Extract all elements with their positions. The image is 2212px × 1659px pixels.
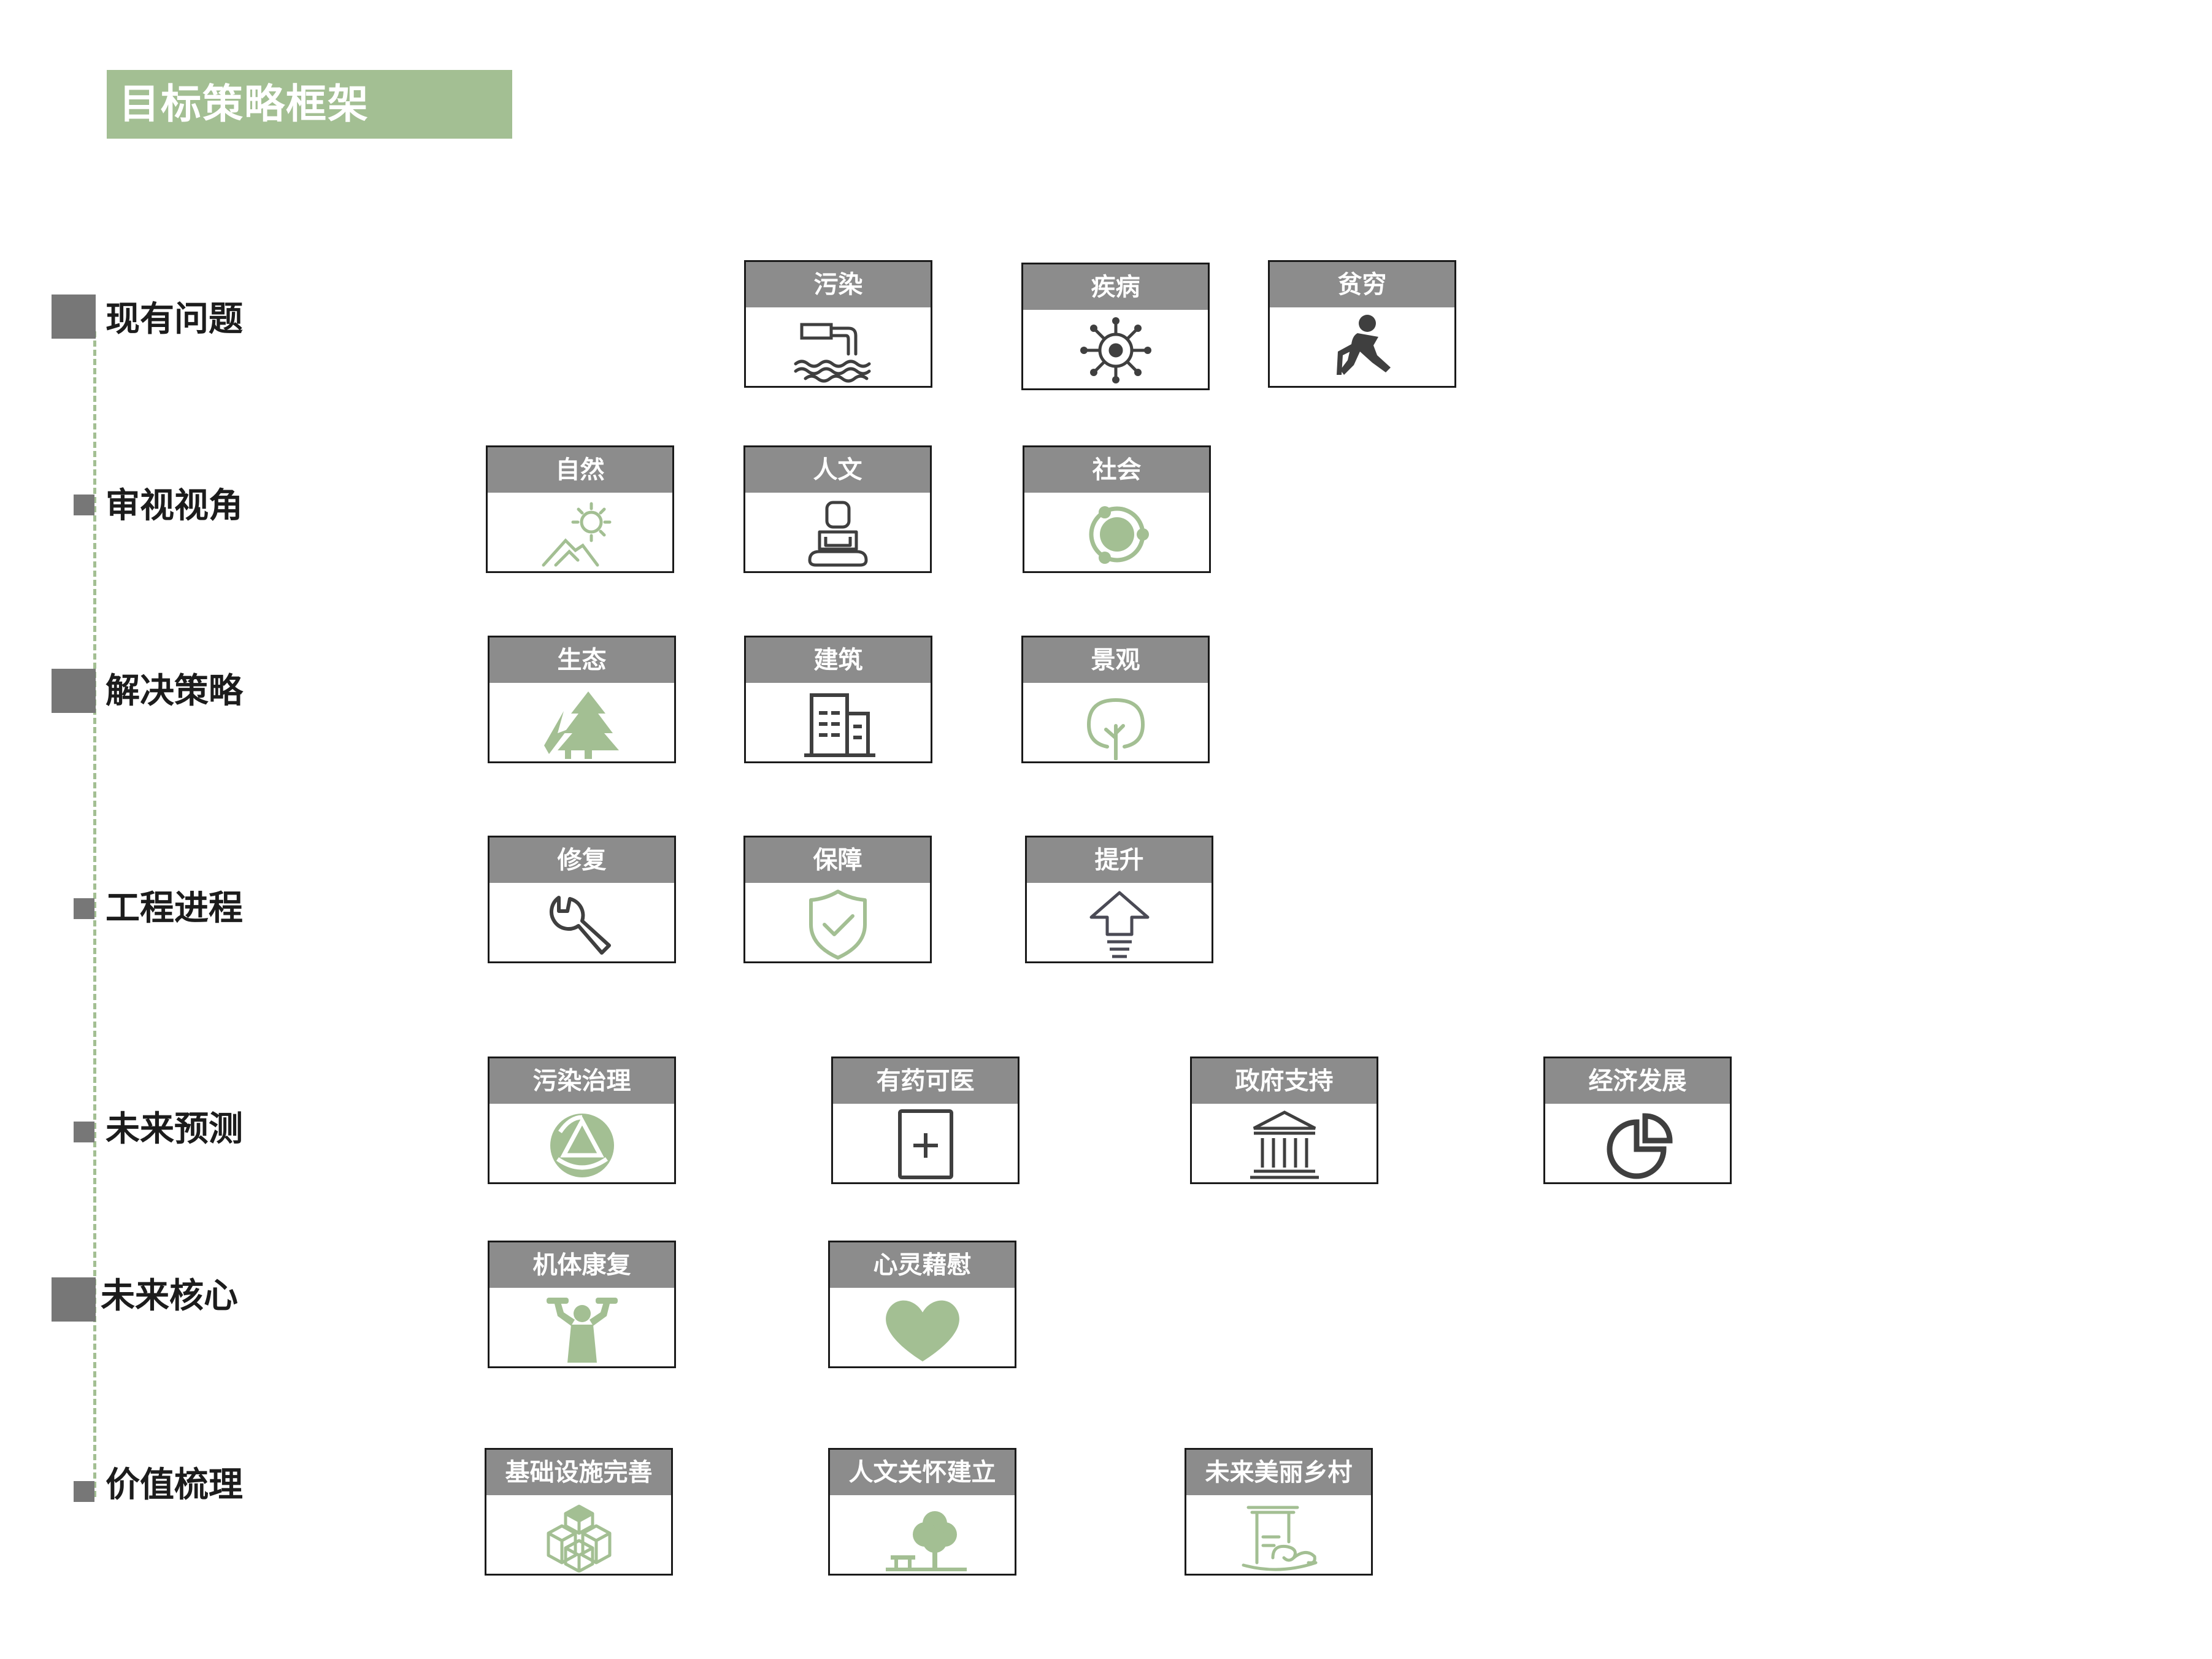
row-marker-future-forecast: [74, 1122, 94, 1142]
pine-tree-icon: [490, 685, 674, 761]
card-architecture: 建筑: [744, 636, 932, 763]
medical-plus-icon: [833, 1106, 1018, 1182]
poor-person-icon: [1270, 309, 1454, 386]
card-body-recovery: 机体康复: [488, 1241, 676, 1368]
virus-icon: [1023, 312, 1208, 388]
card-label: 建筑: [746, 637, 931, 685]
card-label: 基础设施完善: [486, 1450, 671, 1497]
row-marker-engineering: [74, 898, 94, 919]
row-label-value-sorting: 价值梳理: [106, 1465, 243, 1505]
tree-outline-icon: [1023, 685, 1208, 761]
card-label: 人文关怀建立: [830, 1450, 1015, 1497]
card-spiritual-comfort: 心灵藉慰: [828, 1241, 1016, 1368]
card-ecology: 生态: [488, 636, 676, 763]
shield-check-icon: [745, 885, 930, 961]
card-humanities: 人文: [743, 445, 932, 573]
heart-icon: [830, 1290, 1015, 1366]
row-label-existing-problems: 现有问题: [106, 299, 243, 339]
card-infrastructure: 基础设施完善: [485, 1448, 673, 1576]
building-icon: [746, 685, 931, 761]
card-repair: 修复: [488, 836, 676, 963]
card-label: 人文: [745, 447, 930, 495]
card-beautiful-village: 未来美丽乡村: [1185, 1448, 1373, 1576]
row-marker-future-core: [52, 1277, 96, 1322]
card-government-support: 政府支持: [1190, 1057, 1378, 1184]
card-economic-development: 经济发展: [1543, 1057, 1732, 1184]
card-poverty: 贫穷: [1268, 260, 1456, 388]
card-nature: 自然: [486, 445, 674, 573]
boxes-icon: [486, 1497, 671, 1574]
card-label: 政府支持: [1192, 1058, 1377, 1106]
park-bench-tree-icon: [830, 1497, 1015, 1574]
card-label: 保障: [745, 837, 930, 885]
meditating-person-icon: [745, 495, 930, 571]
timeline-dashed-line: [93, 331, 96, 1497]
recycle-circle-icon: [490, 1106, 674, 1182]
row-marker-perspectives: [74, 495, 94, 515]
up-arrow-icon: [1027, 885, 1212, 961]
card-pollution-control: 污染治理: [488, 1057, 676, 1184]
government-building-icon: [1192, 1106, 1377, 1182]
card-label: 社会: [1024, 447, 1209, 495]
card-humanistic-care: 人文关怀建立: [828, 1448, 1016, 1576]
row-label-solutions: 解决策略: [106, 671, 243, 711]
page-title-bar: 目标策略框架: [107, 70, 512, 139]
network-circle-icon: [1024, 495, 1209, 571]
pavilion-cloud-icon: [1186, 1497, 1371, 1574]
dumbbell-person-icon: [490, 1290, 674, 1366]
card-improvement: 提升: [1025, 836, 1213, 963]
card-label: 心灵藉慰: [830, 1242, 1015, 1290]
pie-chart-icon: [1545, 1106, 1730, 1182]
row-label-perspectives: 审视视角: [106, 486, 243, 526]
card-pollution: 污染: [744, 260, 932, 388]
row-label-engineering: 工程进程: [106, 888, 243, 928]
card-label: 经济发展: [1545, 1058, 1730, 1106]
wrench-icon: [490, 885, 674, 961]
card-landscape: 景观: [1021, 636, 1210, 763]
row-marker-existing-problems: [52, 294, 96, 339]
card-label: 自然: [488, 447, 672, 495]
card-label: 景观: [1023, 637, 1208, 685]
card-label: 污染治理: [490, 1058, 674, 1106]
row-marker-solutions: [52, 669, 96, 713]
sun-mountain-icon: [488, 495, 672, 571]
card-disease: 疾病: [1021, 263, 1210, 390]
card-label: 有药可医: [833, 1058, 1018, 1106]
card-guarantee: 保障: [743, 836, 932, 963]
card-label: 污染: [746, 262, 931, 309]
card-label: 生态: [490, 637, 674, 685]
row-label-future-core: 未来核心: [101, 1276, 238, 1316]
card-label: 机体康复: [490, 1242, 674, 1290]
card-label: 疾病: [1023, 264, 1208, 312]
card-label: 未来美丽乡村: [1186, 1450, 1371, 1497]
card-label: 修复: [490, 837, 674, 885]
card-label: 贫穷: [1270, 262, 1454, 309]
pollution-pipe-icon: [746, 309, 931, 386]
card-label: 提升: [1027, 837, 1212, 885]
card-medicine: 有药可医: [831, 1057, 1020, 1184]
page-title: 目标策略框架: [119, 80, 369, 128]
card-society: 社会: [1023, 445, 1211, 573]
row-marker-value-sorting: [74, 1481, 94, 1502]
row-label-future-forecast: 未来预测: [106, 1109, 243, 1149]
